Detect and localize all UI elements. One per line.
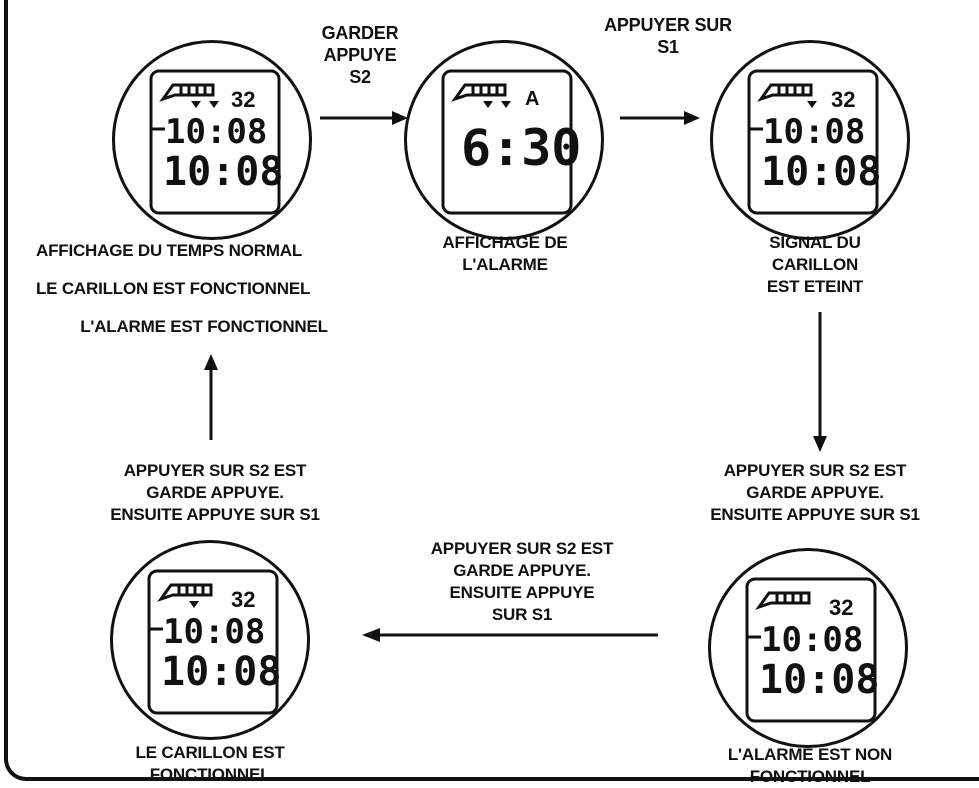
lcd-graphics: 32 10:08 10:08 <box>149 69 283 215</box>
transition-label-t3: APPUYER SUR S2 EST GARDE APPUYE. ENSUITE… <box>660 460 970 526</box>
transition-label-t1: GARDER APPUYE S2 <box>310 22 410 88</box>
line: FONCTIONNEL <box>149 765 271 784</box>
line: FONCTIONNEL <box>749 767 871 786</box>
line: GARDER <box>321 23 399 43</box>
arrow-normal-to-alarm <box>320 111 408 125</box>
digits-top: 10:08 <box>763 112 865 152</box>
digits-top: 10:08 <box>165 112 267 152</box>
state-label-chime-off: SIGNAL DU CARILLON EST ETEINT <box>740 232 890 298</box>
digits-top: 10:08 <box>761 620 863 660</box>
line: EST ETEINT <box>766 277 864 296</box>
watch-normal-display: 32 10:08 10:08 <box>112 40 312 240</box>
line: APPUYER SUR S2 EST <box>723 461 907 480</box>
mark-left-icon <box>191 101 201 108</box>
line: CARILLON <box>771 255 859 274</box>
arrow-chime-off-to-alarm-off <box>813 312 827 452</box>
chime-bar-icon <box>757 83 813 102</box>
watch-alarm-off-display: 32 10:08 10:08 <box>708 548 908 748</box>
lcd-graphics: 32 10:08 10:08 <box>745 577 879 723</box>
line: SUR S1 <box>491 605 553 624</box>
digits-bottom: 10:08 <box>759 657 879 703</box>
mark-right-icon <box>807 101 817 108</box>
line: GARDE APPUYE. <box>146 483 284 502</box>
line: APPUYER SUR S2 EST <box>430 539 614 558</box>
lcd-graphics: 32 10:08 10:08 <box>147 569 281 715</box>
watch-chime-off-display: 32 10:08 10:08 <box>710 40 910 240</box>
chime-bar-icon <box>157 583 213 602</box>
digits-bottom: 10:08 <box>761 149 881 195</box>
line: L'ALARME <box>462 255 548 274</box>
badge-text: 32 <box>231 587 255 612</box>
line: AFFICHAGE DU TEMPS NORMAL <box>36 241 303 260</box>
digits-bottom: 10:08 <box>163 149 283 195</box>
state-label-alarm-off: L'ALARME EST NON FONCTIONNEL <box>690 744 930 788</box>
chime-bar-icon <box>755 591 811 610</box>
watch-alarm-display: A 6:30 <box>404 40 604 240</box>
badge-text: 32 <box>831 87 855 112</box>
arrow-chime-on-to-normal <box>204 354 218 440</box>
line: APPUYER SUR <box>604 15 732 35</box>
lcd-graphics: A 6:30 <box>441 69 581 215</box>
digits-top: 10:08 <box>163 612 265 652</box>
line: SIGNAL DU <box>769 233 861 252</box>
state-label-normal: AFFICHAGE DU TEMPS NORMAL LE CARILLON ES… <box>36 232 396 346</box>
line: AFFICHAGE DE <box>442 233 568 252</box>
line: GARDE APPUYE. <box>746 483 884 502</box>
state-label-alarm: AFFICHAGE DE L'ALARME <box>420 232 590 276</box>
mark-right-icon <box>209 101 219 108</box>
digits-bottom: 6:30 <box>461 119 581 177</box>
line: GARDE APPUYE. <box>453 561 591 580</box>
line: APPUYER SUR S2 EST <box>123 461 307 480</box>
frame-border <box>4 0 979 781</box>
digits-bottom: 10:08 <box>161 649 281 695</box>
line: S2 <box>349 67 371 87</box>
chime-bar-icon <box>451 83 507 102</box>
chime-bar-icon <box>159 83 215 102</box>
transition-label-t4: APPUYER SUR S2 EST GARDE APPUYE. ENSUITE… <box>392 538 652 626</box>
line: S1 <box>657 37 679 57</box>
line: L'ALARME EST NON <box>727 745 893 764</box>
transition-label-t5: APPUYER SUR S2 EST GARDE APPUYE. ENSUITE… <box>60 460 370 526</box>
line: ENSUITE APPUYE <box>449 583 595 602</box>
badge-text: 32 <box>231 87 255 112</box>
lcd-graphics: 32 10:08 10:08 <box>747 69 881 215</box>
line: L'ALARME EST FONCTIONNEL <box>80 317 328 336</box>
line: LE CARILLON EST FONCTIONNEL <box>36 279 311 298</box>
line: ENSUITE APPUYE SUR S1 <box>710 505 920 524</box>
mark-right-icon <box>501 101 511 108</box>
mark-left-icon <box>483 101 493 108</box>
state-label-chime-on: LE CARILLON EST FONCTIONNEL <box>110 742 310 786</box>
arrow-alarm-off-to-chime-on <box>362 628 658 642</box>
badge-text: 32 <box>829 595 853 620</box>
badge-text: A <box>525 88 539 110</box>
line: ENSUITE APPUYE SUR S1 <box>110 505 320 524</box>
watch-chime-on-display: 32 10:08 10:08 <box>110 540 310 740</box>
line: LE CARILLON EST <box>135 743 285 762</box>
line: APPUYE <box>323 45 397 65</box>
mark-left-icon <box>189 601 199 608</box>
transition-label-t2: APPUYER SUR S1 <box>570 14 766 58</box>
arrow-alarm-to-chime-off <box>620 111 700 125</box>
